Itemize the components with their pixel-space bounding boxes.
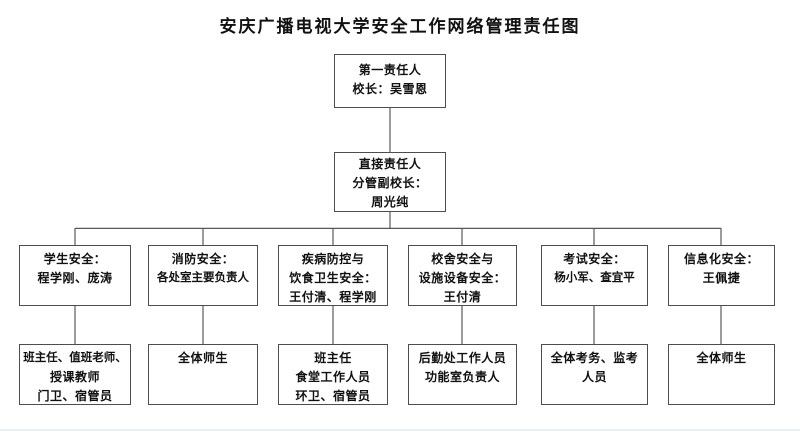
box-line: 班主任、值班老师、 xyxy=(23,352,127,364)
box-line: 环卫、宿管员 xyxy=(295,389,371,403)
box-line: 分管副校长： xyxy=(352,176,428,190)
box-line: 授课教师 xyxy=(49,370,100,384)
staff-box-student-safety: 班主任、值班老师、 授课教师 门卫、宿管员 xyxy=(19,344,131,405)
box-line: 学生安全： xyxy=(43,252,107,266)
box-line: 全体师生 xyxy=(177,351,228,365)
box-line: 周光纯 xyxy=(371,195,409,209)
box-line: 信息化安全： xyxy=(683,252,759,266)
box-line: 杨小军、查宜平 xyxy=(554,272,635,284)
staff-box-disease-food-hygiene-safety: 班主任 食堂工作人员 环卫、宿管员 xyxy=(278,344,388,405)
box-line: 各处室主要负责人 xyxy=(157,272,249,284)
box-line: 第一责任人 xyxy=(358,63,422,77)
box-line: 校舍安全与 xyxy=(431,252,494,266)
box-line: 消防安全： xyxy=(171,252,235,266)
box-line: 疾病防控与 xyxy=(301,252,365,266)
box-line: 班主任 xyxy=(314,351,352,365)
box-line: 考试安全： xyxy=(563,252,626,266)
duty-box-student-safety: 学生安全： 程学刚、庞涛 xyxy=(19,245,131,306)
staff-box-information-safety: 全体师生 xyxy=(668,344,775,405)
bottom-divider xyxy=(0,429,800,431)
box-line: 王佩捷 xyxy=(702,271,741,285)
duty-box-fire-safety: 消防安全： 各处室主要负责人 xyxy=(148,245,258,306)
box-line: 食堂工作人员 xyxy=(295,370,371,384)
box-line: 门卫、宿管员 xyxy=(37,389,113,403)
duty-box-information-safety: 信息化安全： 王佩捷 xyxy=(668,245,775,306)
box-line: 王付清、程学刚 xyxy=(289,290,377,304)
duty-box-disease-food-hygiene-safety: 疾病防控与 饮食卫生安全： 王付清、程学刚 xyxy=(278,245,388,306)
page-title: 安庆广播电视大学安全工作网络管理责任图 xyxy=(219,17,581,36)
staff-box-building-facility-safety: 后勤处工作人员 功能室负责人 xyxy=(408,344,517,405)
box-line: 程学刚、庞涛 xyxy=(37,271,113,285)
staff-box-exam-safety: 全体考务、监考 人员 xyxy=(541,344,648,405)
box-line: 校长：吴雪恩 xyxy=(352,82,428,96)
box-line: 饮食卫生安全： xyxy=(289,271,377,285)
box-line: 王付清 xyxy=(443,290,482,304)
box-line: 全体师生 xyxy=(696,351,747,365)
box-line: 后勤处工作人员 xyxy=(418,351,507,365)
box-line: 直接责任人 xyxy=(358,157,422,171)
staff-box-fire-safety: 全体师生 xyxy=(148,344,258,405)
box-line: 人员 xyxy=(581,370,607,384)
duty-box-building-facility-safety: 校舍安全与 设施设备安全： 王付清 xyxy=(408,245,517,306)
box-line: 全体考务、监考 xyxy=(550,351,639,365)
box-first-responsible-person: 第一责任人 校长：吴雪恩 xyxy=(334,54,446,108)
duty-box-exam-safety: 考试安全： 杨小军、查宜平 xyxy=(541,245,648,306)
box-line: 功能室负责人 xyxy=(424,370,500,384)
box-direct-responsible-person: 直接责任人 分管副校长： 周光纯 xyxy=(334,152,446,212)
box-line: 设施设备安全： xyxy=(418,271,507,285)
